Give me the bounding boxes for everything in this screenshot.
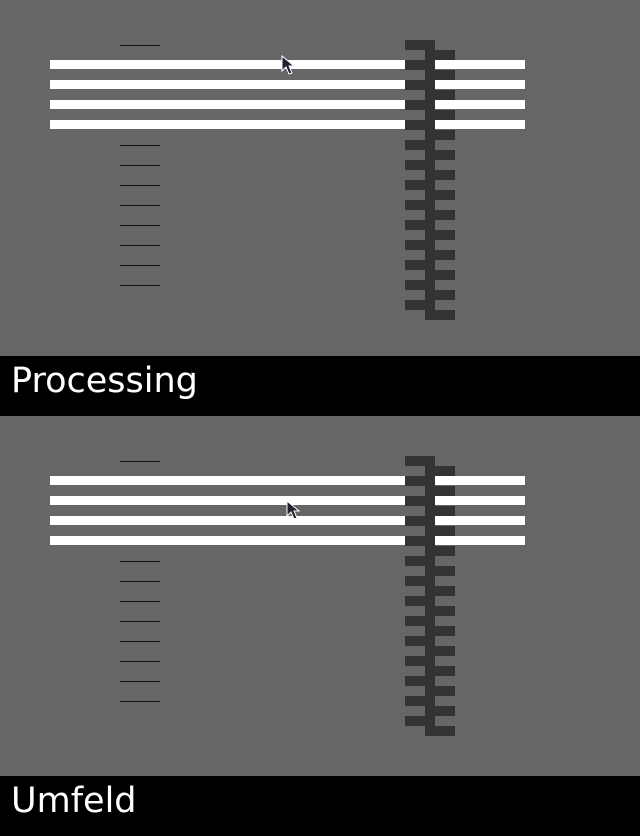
comb-tooth bbox=[405, 496, 435, 506]
comb-tooth bbox=[425, 250, 455, 260]
white-bar bbox=[435, 536, 525, 545]
comb-tooth bbox=[425, 626, 455, 636]
white-bar bbox=[50, 120, 405, 129]
comb-tooth bbox=[405, 100, 435, 110]
comb-tooth bbox=[425, 606, 455, 616]
comb-tooth bbox=[405, 576, 435, 586]
comb-tooth bbox=[425, 150, 455, 160]
comb-tooth bbox=[425, 70, 455, 80]
comb-tooth bbox=[425, 686, 455, 696]
tick-mark bbox=[120, 581, 160, 582]
mouse-pointer-icon bbox=[281, 55, 295, 75]
comb-tooth bbox=[405, 220, 435, 230]
comb-tooth bbox=[425, 170, 455, 180]
tick-mark bbox=[120, 661, 160, 662]
comb-tooth bbox=[405, 616, 435, 626]
white-bar bbox=[435, 496, 525, 505]
tick-mark bbox=[120, 641, 160, 642]
white-bar bbox=[435, 60, 525, 69]
white-bar bbox=[50, 496, 405, 505]
comb-tooth bbox=[425, 646, 455, 656]
tick-mark bbox=[120, 45, 160, 46]
comb-tooth bbox=[405, 456, 435, 466]
panel-label-umfeld: Umfeld bbox=[0, 776, 640, 836]
comb-tooth bbox=[405, 656, 435, 666]
tick-mark bbox=[120, 185, 160, 186]
comb-tooth bbox=[405, 180, 435, 190]
tick-mark bbox=[120, 621, 160, 622]
comb-tooth bbox=[425, 546, 455, 556]
comb-tooth bbox=[405, 280, 435, 290]
tick-mark bbox=[120, 701, 160, 702]
comb-tooth bbox=[425, 726, 455, 736]
comb-tooth bbox=[425, 666, 455, 676]
comb-tooth bbox=[425, 50, 455, 60]
white-bar bbox=[435, 120, 525, 129]
comb-tooth bbox=[425, 506, 455, 516]
comb-tooth bbox=[425, 586, 455, 596]
white-bar bbox=[50, 60, 405, 69]
comb-tooth bbox=[405, 60, 435, 70]
comb-tooth bbox=[405, 556, 435, 566]
comb-tooth bbox=[405, 40, 435, 50]
comb-tooth bbox=[405, 676, 435, 686]
comb-tooth bbox=[425, 130, 455, 140]
tick-mark bbox=[120, 601, 160, 602]
white-bar bbox=[435, 476, 525, 485]
tick-mark bbox=[120, 681, 160, 682]
tick-mark bbox=[120, 205, 160, 206]
comb-tooth bbox=[425, 90, 455, 100]
comb-tooth bbox=[425, 466, 455, 476]
comb-tooth bbox=[405, 200, 435, 210]
comb-tooth bbox=[405, 636, 435, 646]
tick-mark bbox=[120, 561, 160, 562]
comb-tooth bbox=[425, 706, 455, 716]
white-bar bbox=[50, 80, 405, 89]
comb-tooth bbox=[405, 476, 435, 486]
tick-mark bbox=[120, 265, 160, 266]
comb-tooth bbox=[405, 596, 435, 606]
comb-tooth bbox=[425, 566, 455, 576]
comb-tooth bbox=[425, 526, 455, 536]
comb-tooth bbox=[405, 140, 435, 150]
white-bar bbox=[50, 536, 405, 545]
white-bar bbox=[50, 100, 405, 109]
comb-tooth bbox=[425, 190, 455, 200]
canvas-panel-processing bbox=[0, 0, 640, 356]
white-bar bbox=[435, 80, 525, 89]
comb-tooth bbox=[405, 716, 435, 726]
tick-mark bbox=[120, 225, 160, 226]
comb-tooth bbox=[405, 696, 435, 706]
comb-tooth bbox=[405, 80, 435, 90]
comb-tooth bbox=[425, 230, 455, 240]
comb-tooth bbox=[425, 270, 455, 280]
comb-tooth bbox=[425, 210, 455, 220]
comb-tooth bbox=[405, 300, 435, 310]
comb-tooth bbox=[425, 110, 455, 120]
tick-mark bbox=[120, 145, 160, 146]
panel-label-processing: Processing bbox=[0, 356, 640, 416]
comb-tooth bbox=[405, 240, 435, 250]
comb-tooth bbox=[405, 516, 435, 526]
tick-mark bbox=[120, 461, 160, 462]
mouse-pointer-icon bbox=[286, 500, 300, 520]
tick-mark bbox=[120, 245, 160, 246]
white-bar bbox=[50, 476, 405, 485]
canvas-panel-umfeld bbox=[0, 416, 640, 776]
white-bar bbox=[435, 516, 525, 525]
tick-mark bbox=[120, 165, 160, 166]
white-bar bbox=[435, 100, 525, 109]
tick-mark bbox=[120, 285, 160, 286]
comb-tooth bbox=[405, 536, 435, 546]
comb-tooth bbox=[405, 120, 435, 130]
comb-tooth bbox=[405, 260, 435, 270]
white-bar bbox=[50, 516, 405, 525]
comb-tooth bbox=[425, 486, 455, 496]
comb-tooth bbox=[425, 310, 455, 320]
comb-tooth bbox=[425, 290, 455, 300]
comb-tooth bbox=[405, 160, 435, 170]
